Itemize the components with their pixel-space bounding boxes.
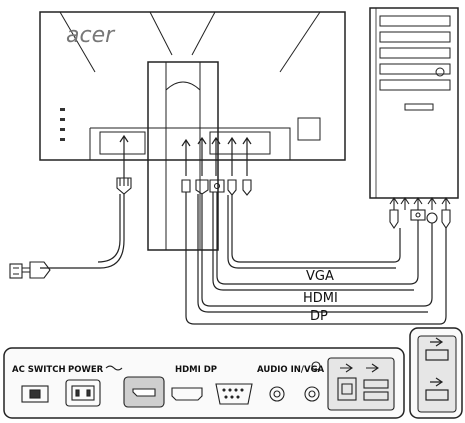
acer-logo: acer [66,23,116,48]
power-cable [40,194,125,269]
pc-tower-icon [369,7,459,199]
power-socket-icon [65,365,123,407]
monitor-connectors-icon [116,177,252,196]
power-plug-icon [9,261,51,279]
hdmi-cable [212,192,419,291]
monitor-back-icon [39,11,346,251]
dp-cable [197,194,433,313]
pc-connectors-icon [389,197,451,229]
port-arrows-icon [119,134,252,178]
dp-label: DP [310,309,328,324]
vga-cable [227,195,401,269]
hdmi-dp-label: HDMI DP [175,365,217,375]
vga-port-icon [215,383,253,405]
ac-switch-icon [21,385,49,403]
dp-port-highlight-icon [123,376,165,408]
port-panel [3,347,405,419]
power-label: POWER [68,365,104,375]
extra-cable [185,192,447,325]
vga-label: VGA [306,269,334,284]
audio-vga-label: AUDIO IN/VGA IN [257,365,337,375]
hdmi-port-icon [171,387,203,401]
audio-jack-icon [269,361,321,402]
hdmi-label: HDMI [303,291,338,306]
usb-ethernet-block-icon [327,357,395,411]
usb-highlight-panel [409,327,463,419]
ac-switch-label: AC SWITCH [12,365,66,375]
